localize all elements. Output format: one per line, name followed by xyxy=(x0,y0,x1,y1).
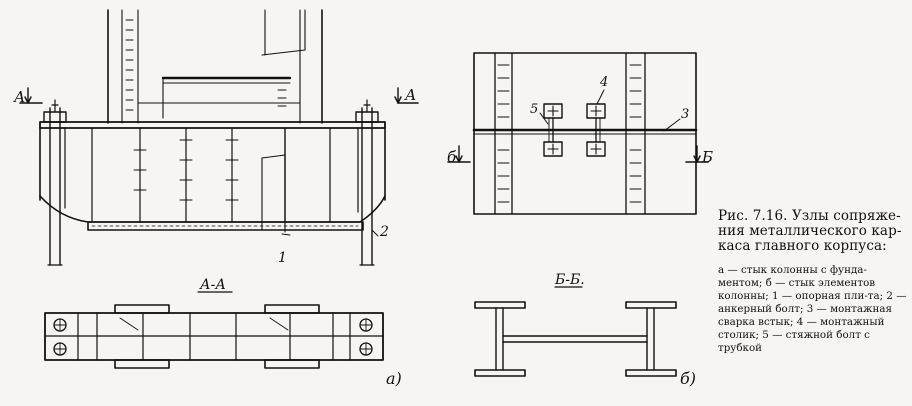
section-a-left-label: А xyxy=(13,88,25,106)
callout-1: 1 xyxy=(278,250,287,266)
section-bb-ibeam xyxy=(474,286,677,377)
column-base-elevation xyxy=(19,9,419,266)
section-b-right-label: Б xyxy=(701,148,713,166)
callout-4: 4 xyxy=(599,75,608,90)
section-bb-title: Б-Б. xyxy=(554,272,585,288)
caption-title: Рис. 7.16. Узлы сопряже-ния металлическо… xyxy=(718,208,902,254)
drawing-labels: А А 1 2 А-А а) б Б 3 4 5 Б-Б. б) xyxy=(13,75,713,388)
figure-caption: Рис. 7.16. Узлы сопряже-ния металлическо… xyxy=(718,209,910,355)
view-b-label: б) xyxy=(680,369,696,388)
view-a-label: а) xyxy=(386,369,402,388)
section-aa-plan xyxy=(44,291,384,369)
section-b-left-label: б xyxy=(447,148,457,166)
column-joint-elevation xyxy=(447,52,709,215)
callout-3: 3 xyxy=(681,107,689,122)
section-aa-title: А-А xyxy=(199,277,226,293)
callout-5: 5 xyxy=(530,102,538,117)
section-a-right-label: А xyxy=(404,86,416,104)
caption-legend: а — стык колонны с фунда-ментом; б — сты… xyxy=(718,264,907,354)
callout-2: 2 xyxy=(379,224,389,240)
